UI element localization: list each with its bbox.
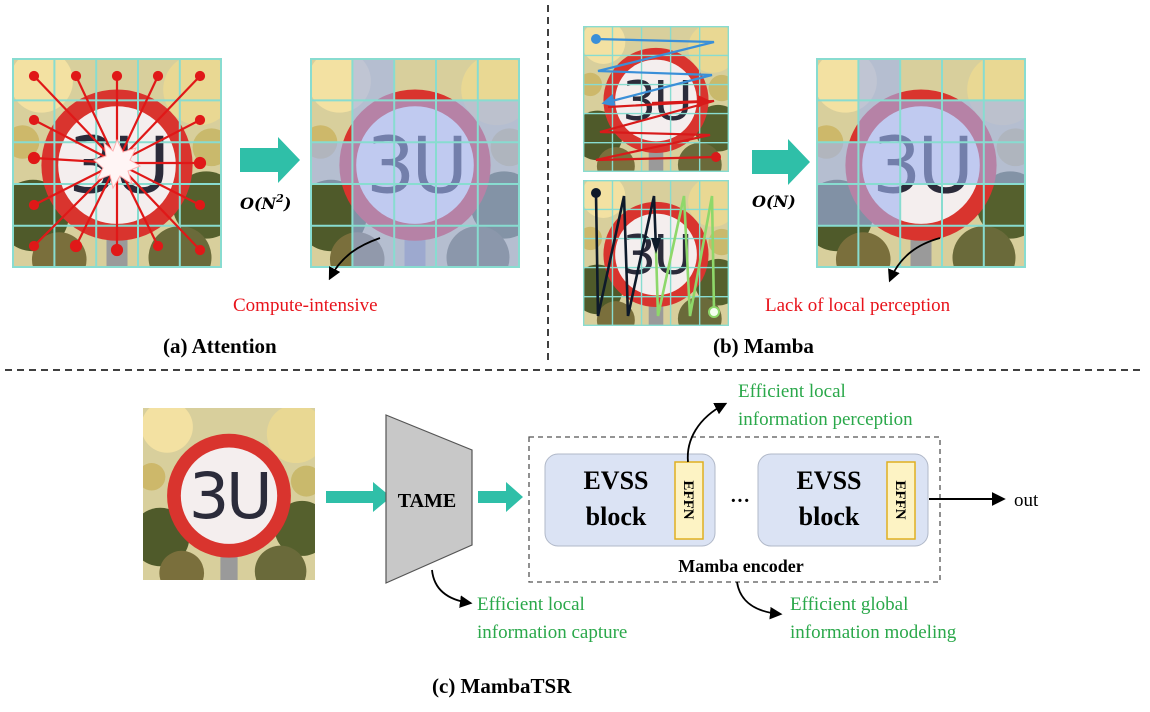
- curved-arrow-icon: [686, 402, 728, 463]
- tame-module: [385, 414, 473, 584]
- effn-module: [886, 461, 916, 540]
- evss-block-title: EVSS: [583, 466, 648, 495]
- attention-note: Compute-intensive: [233, 295, 378, 316]
- column-scan-start-dot: [591, 188, 601, 198]
- mamba-output-image: [816, 58, 1026, 268]
- teal-arrow-icon: [478, 482, 523, 512]
- mamba-note: Lack of local perception: [765, 295, 951, 316]
- teal-arrow-icon: [240, 137, 300, 183]
- attention-complexity: O(N2): [240, 192, 291, 213]
- scan-end-dot: [711, 152, 721, 162]
- mamba-complexity: O(N): [752, 192, 796, 211]
- evss-block-title: EVSS: [796, 466, 861, 495]
- attention-output-image: [310, 58, 520, 268]
- attention-query-burst: [93, 138, 142, 190]
- mamba-column-scan-path: [594, 192, 716, 317]
- effn-note-line2: information perception: [738, 409, 913, 430]
- curved-arrow-icon: [431, 569, 473, 608]
- scan-start-dot: [591, 34, 601, 44]
- teal-arrow-icon: [752, 139, 810, 185]
- mambatsr-input-image: [143, 408, 315, 580]
- evss-block-subtitle: block: [586, 502, 647, 531]
- effn-label: EFFN: [892, 480, 908, 519]
- effn-module: [674, 461, 704, 540]
- column-scan-end-dot: [708, 306, 720, 318]
- mamba-encoder-label: Mamba encoder: [678, 556, 803, 576]
- block-ellipsis: ···: [730, 490, 750, 512]
- evss-block-2: EVSS block EFFN: [757, 453, 929, 547]
- attention-rays: [27, 70, 207, 257]
- effn-label: EFFN: [680, 480, 696, 519]
- output-label: out: [1014, 490, 1039, 511]
- mamba-encoder-box: [528, 436, 941, 583]
- evss-block-subtitle: block: [799, 502, 860, 531]
- tame-label: TAME: [398, 490, 457, 512]
- encoder-note-line2: information modeling: [790, 622, 957, 643]
- curved-arrow-icon: [328, 237, 381, 281]
- curved-arrow-icon: [888, 237, 941, 283]
- evss-block-1: EVSS block EFFN: [544, 453, 716, 547]
- attention-caption: (a) Attention: [163, 334, 277, 358]
- mamba-row-scan-path: [595, 37, 717, 162]
- encoder-note-line1: Efficient global: [790, 594, 908, 615]
- tame-note-line1: Efficient local: [477, 594, 585, 615]
- tame-note-line2: information capture: [477, 622, 627, 643]
- mamba-caption: (b) Mamba: [713, 334, 814, 358]
- mambatsr-caption: (c) MambaTSR: [432, 674, 572, 698]
- effn-note-line1: Efficient local: [738, 381, 846, 402]
- teal-arrow-icon: [326, 482, 391, 512]
- column-scan-arrowhead: [651, 238, 661, 254]
- curved-arrow-icon: [736, 581, 783, 620]
